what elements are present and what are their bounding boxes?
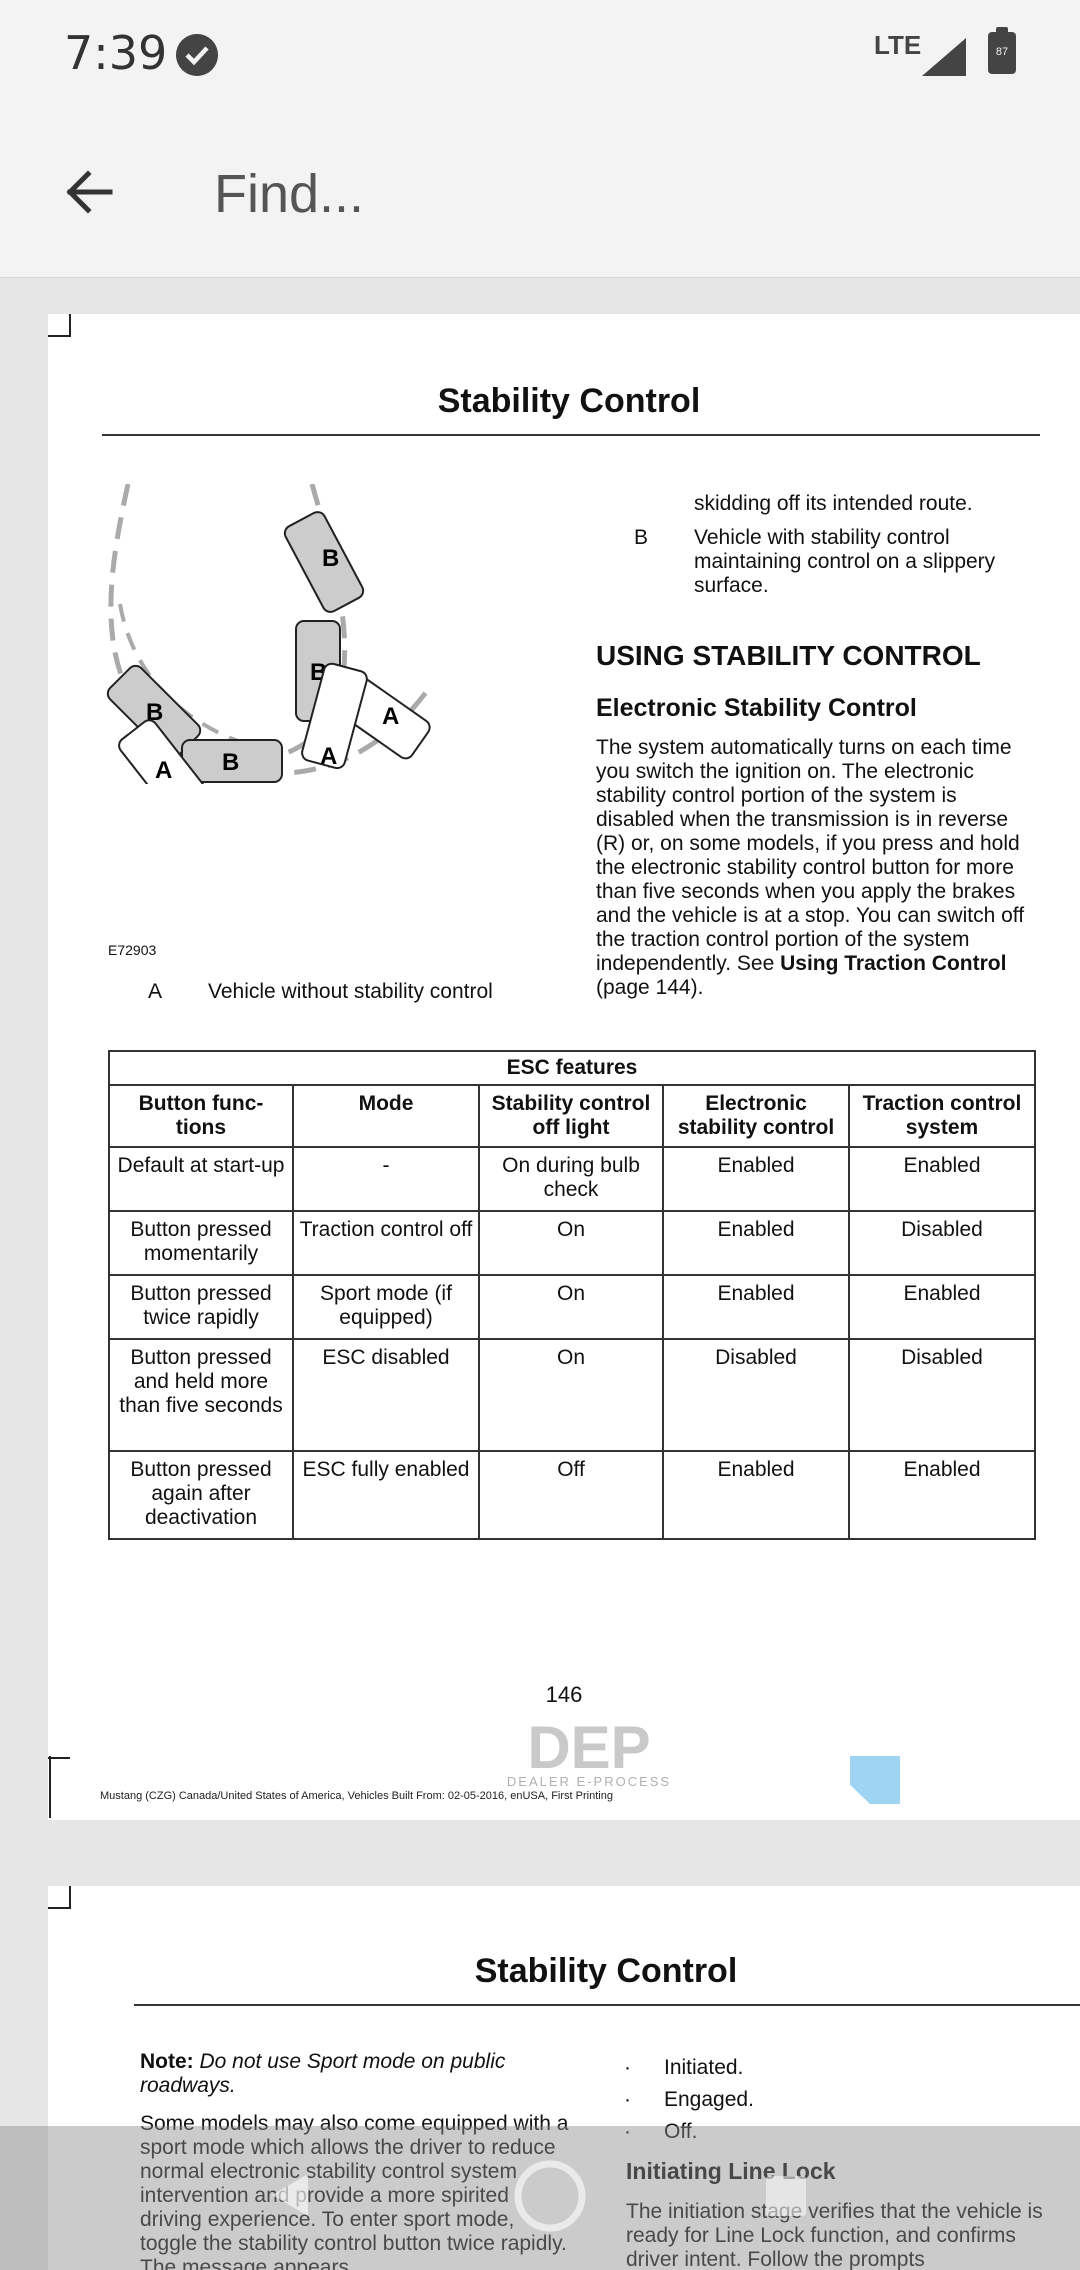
bookmark-mark: [850, 1756, 900, 1804]
network-type: LTE: [874, 30, 922, 60]
table-header: Electronic stability control: [662, 1084, 850, 1148]
vehicle-a-icon: A: [118, 719, 210, 784]
status-bullet-list: ·Initiated. ·Engaged. ·Off.: [624, 2052, 1044, 2148]
table-cell: ESC fully enabled: [292, 1450, 480, 1540]
esc-features-table: ESC features Button func-tions Mode Stab…: [108, 1050, 1036, 1540]
table-cell: Enabled: [662, 1210, 850, 1276]
table-cell: Off: [478, 1450, 664, 1540]
table-header: Mode: [292, 1084, 480, 1148]
note-label: Note:: [140, 2050, 194, 2073]
page-title: Stability Control: [474, 1952, 738, 1990]
table-cell: Enabled: [848, 1274, 1036, 1340]
signal-icon: [922, 38, 966, 76]
table-cell: Enabled: [662, 1274, 850, 1340]
paragraph-end: (page 144).: [596, 976, 704, 999]
caption-a-letter: A: [148, 980, 163, 1003]
battery-icon: 87: [988, 27, 1016, 74]
page-number: 146: [545, 1682, 583, 1707]
vehicle-a-icon: A: [301, 662, 368, 770]
svg-text:DEALER E-PROCESS: DEALER E-PROCESS: [507, 1774, 671, 1789]
pdf-page-146[interactable]: Stability Control B B B B A A: [48, 314, 1080, 1820]
table-row: Button pressed momentarily Traction cont…: [108, 1210, 1036, 1276]
svg-text:A: A: [382, 703, 399, 730]
back-arrow-icon[interactable]: [60, 162, 120, 222]
table-header: Stability control off light: [478, 1084, 664, 1148]
table-cell: Sport mode (if equipped): [292, 1274, 480, 1340]
svg-text:B: B: [322, 545, 339, 572]
table-cell: Traction control off: [292, 1210, 480, 1276]
table-cell: Enabled: [848, 1450, 1036, 1540]
vehicle-b-icon: B: [283, 511, 365, 613]
table-row: Button pressed twice rapidly Sport mode …: [108, 1274, 1036, 1340]
svg-text:B: B: [146, 699, 163, 726]
table-cell: Disabled: [848, 1210, 1036, 1276]
esc-paragraph: The system automatically turns on each t…: [596, 736, 1040, 1000]
traction-control-link[interactable]: Using Traction Control: [780, 952, 1007, 975]
table-cell: Default at start-up: [108, 1146, 294, 1212]
table-cell: Button pressed twice rapidly: [108, 1274, 294, 1340]
line-lock-paragraph: The initiation stage verifies that the v…: [626, 2200, 1043, 2270]
caption-a-text: Vehicle without stability control: [208, 980, 493, 1003]
sport-mode-note: Note: Do not use Sport mode on public ro…: [140, 2050, 560, 2098]
table-cell: Enabled: [848, 1146, 1036, 1212]
check-circle-icon: [176, 34, 218, 76]
svg-text:B: B: [222, 749, 239, 776]
nav-home-icon[interactable]: [510, 2156, 590, 2236]
table-cell: Disabled: [848, 1338, 1036, 1452]
nav-recents-icon[interactable]: [764, 2174, 808, 2218]
table-cell: Enabled: [662, 1450, 850, 1540]
stability-diagram: B B B B A A A: [106, 484, 435, 784]
sub-heading: Electronic Stability Control: [596, 694, 917, 722]
dep-logo-icon: DEP DEALER E-PROCESS: [507, 1716, 671, 1789]
list-item: ·Initiated.: [624, 2056, 744, 2079]
title-rule: [102, 434, 1040, 436]
table-cell: Button pressed again after deactivation: [108, 1450, 294, 1540]
caption-a-continued: skidding off its intended route.: [694, 492, 973, 515]
table-row: Default at start-up - On during bulb che…: [108, 1146, 1036, 1212]
svg-text:A: A: [320, 743, 337, 770]
table-cell: On: [478, 1338, 664, 1452]
table-cell: On during bulb check: [478, 1146, 664, 1212]
note-text: Do not use Sport mode on public roadways…: [140, 2050, 506, 2097]
pdf-page-147[interactable]: Stability Control Note: Do not use Sport…: [48, 1886, 1080, 2270]
navigation-bar: [0, 2126, 1080, 2270]
figure-id: E72903: [108, 942, 157, 958]
table-row: Button pressed and held more than five s…: [108, 1338, 1036, 1452]
title-rule: [134, 2004, 1080, 2006]
status-time: 7:39: [64, 26, 168, 80]
page-footer: Mustang (CZG) Canada/United States of Am…: [100, 1790, 613, 1802]
table-cell: On: [478, 1210, 664, 1276]
list-item: ·Engaged.: [624, 2088, 754, 2111]
crop-mark-icon: [48, 1886, 71, 1909]
table-header-row: Button func-tions Mode Stability control…: [108, 1084, 1036, 1148]
crop-mark-icon: [48, 1756, 70, 1818]
crop-mark-icon: [48, 314, 71, 337]
table-cell: ESC disabled: [292, 1338, 480, 1452]
table-cell: Disabled: [662, 1338, 850, 1452]
table-cell: Enabled: [662, 1146, 850, 1212]
table-cell: -: [292, 1146, 480, 1212]
table-caption: ESC features: [108, 1050, 1036, 1086]
find-toolbar: [0, 110, 1080, 278]
svg-text:A: A: [155, 757, 172, 784]
table-header: Traction control system: [848, 1084, 1036, 1148]
svg-text:DEP: DEP: [527, 1716, 650, 1781]
table-header: Button func-tions: [108, 1084, 294, 1148]
section-heading: USING STABILITY CONTROL: [596, 640, 981, 671]
caption-b-text: Vehicle with stability control maintaini…: [694, 526, 996, 597]
find-input[interactable]: [214, 158, 974, 230]
status-bar: 7:39 LTE 87: [0, 0, 1080, 110]
table-cell: On: [478, 1274, 664, 1340]
battery-level: 87: [995, 46, 1009, 58]
paragraph-text: The system automatically turns on each t…: [596, 736, 1025, 975]
caption-b-letter: B: [634, 526, 649, 549]
table-cell: Button pressed and held more than five s…: [108, 1338, 294, 1452]
nav-back-icon[interactable]: [268, 2170, 312, 2220]
table-cell: Button pressed momentarily: [108, 1210, 294, 1276]
page-title: Stability Control: [437, 382, 701, 420]
list-item: ·Off.: [624, 2120, 698, 2143]
table-row: Button pressed again after deactivation …: [108, 1450, 1036, 1540]
sport-mode-paragraph: Some models may also come equipped with …: [140, 2112, 569, 2270]
